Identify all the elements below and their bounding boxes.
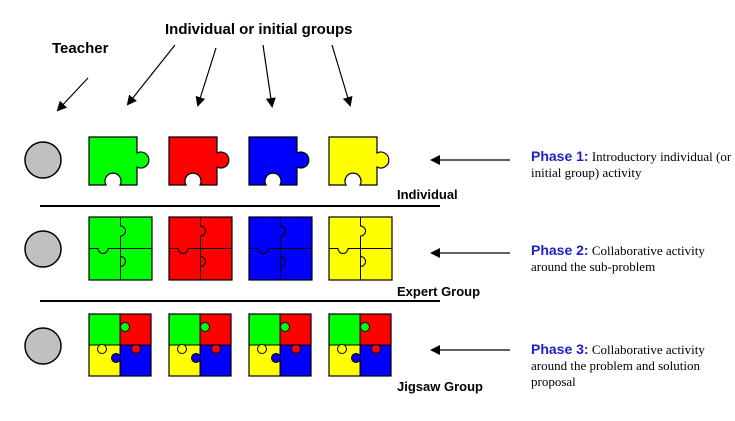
jigsaw-quadrant-green (328, 313, 361, 346)
phase-2-title: Phase 2: (531, 242, 589, 258)
jigsaw-quadrant-green (88, 313, 121, 346)
group-arrow-yellow (331, 44, 353, 107)
phase-3-description: Phase 3: Collaborative activity around t… (531, 341, 735, 390)
jigsaw-knob-yellow (257, 344, 267, 354)
phase-1-title: Phase 1: (531, 148, 589, 164)
expert-puzzle-seam-blue-3 (280, 256, 286, 267)
jigsaw-puzzle-3 (248, 313, 312, 377)
jigsaw-knob-green (120, 322, 130, 332)
expert-puzzle-blue (248, 216, 313, 281)
jigsaw-knob-green (280, 322, 290, 332)
expert-puzzle-seam-green-3 (120, 256, 126, 267)
jigsaw-puzzle-frame (88, 313, 152, 377)
individual-caption: Individual (397, 187, 458, 202)
phase-3-text: Collaborative activity around the proble… (531, 342, 705, 389)
expert-puzzle-seam-green-2 (89, 248, 152, 254)
expert-puzzle-red (168, 216, 233, 281)
jigsaw-knob-red (211, 344, 221, 354)
phase-1-text: Introductory individual (or initial grou… (531, 149, 732, 180)
expert-puzzle-seam-green-1 (120, 217, 126, 280)
expert-group-caption: Expert Group (397, 284, 481, 299)
jigsaw-knob-blue (271, 353, 281, 363)
puzzle-piece-green (88, 136, 150, 186)
jigsaw-quadrant-green (168, 313, 201, 346)
teacher-label: Teacher (52, 40, 109, 57)
group-arrow-blue (262, 44, 276, 108)
jigsaw-knob-yellow (177, 344, 187, 354)
puzzle-piece-blue (248, 136, 310, 186)
teacher-circle-2 (24, 230, 62, 268)
puzzle-piece-red (168, 136, 230, 186)
expert-puzzle-seam-yellow-3 (360, 256, 366, 267)
jigsaw-knob-red (131, 344, 141, 354)
groups-heading: Individual or initial groups (165, 21, 353, 38)
jigsaw-puzzle-1 (88, 313, 152, 377)
phase-2-text: Collaborative activity around the sub-pr… (531, 243, 705, 274)
jigsaw-puzzle-frame (168, 313, 232, 377)
phase-2-description: Phase 2: Collaborative activity around t… (531, 242, 735, 275)
teacher-arrow (56, 77, 89, 112)
teacher-circle-3 (24, 327, 62, 365)
jigsaw-knob-green (360, 322, 370, 332)
jigsaw-puzzle-2 (168, 313, 232, 377)
expert-puzzle-seam-blue-2 (249, 248, 312, 254)
jigsaw-puzzle-frame (328, 313, 392, 377)
jigsaw-puzzle-4 (328, 313, 392, 377)
phase-1-description: Phase 1: Introductory individual (or ini… (531, 148, 735, 181)
expert-puzzle-seam-red-2 (169, 248, 232, 254)
jigsaw-knob-yellow (97, 344, 107, 354)
jigsaw-puzzle-frame (248, 313, 312, 377)
expert-puzzle-green (88, 216, 153, 281)
teacher-circle-1 (24, 141, 62, 179)
jigsaw-knob-green (200, 322, 210, 332)
puzzle-piece-yellow (328, 136, 390, 186)
jigsaw-knob-blue (111, 353, 121, 363)
jigsaw-knob-yellow (337, 344, 347, 354)
jigsaw-quadrant-green (248, 313, 281, 346)
expert-puzzle-seam-red-3 (200, 256, 206, 267)
expert-puzzle-seam-yellow-2 (329, 248, 392, 254)
expert-puzzle-yellow (328, 216, 393, 281)
jigsaw-group-caption: Jigsaw Group (397, 379, 483, 394)
jigsaw-knob-blue (351, 353, 361, 363)
expert-puzzle-seam-yellow-1 (360, 217, 366, 280)
jigsaw-knob-blue (191, 353, 201, 363)
expert-puzzle-seam-blue-1 (280, 217, 286, 280)
phase-3-title: Phase 3: (531, 341, 589, 357)
group-arrow-red (195, 47, 217, 107)
group-arrow-green (126, 44, 176, 106)
jigsaw-knob-red (291, 344, 301, 354)
expert-puzzle-seam-red-1 (200, 217, 206, 280)
jigsaw-knob-red (371, 344, 381, 354)
